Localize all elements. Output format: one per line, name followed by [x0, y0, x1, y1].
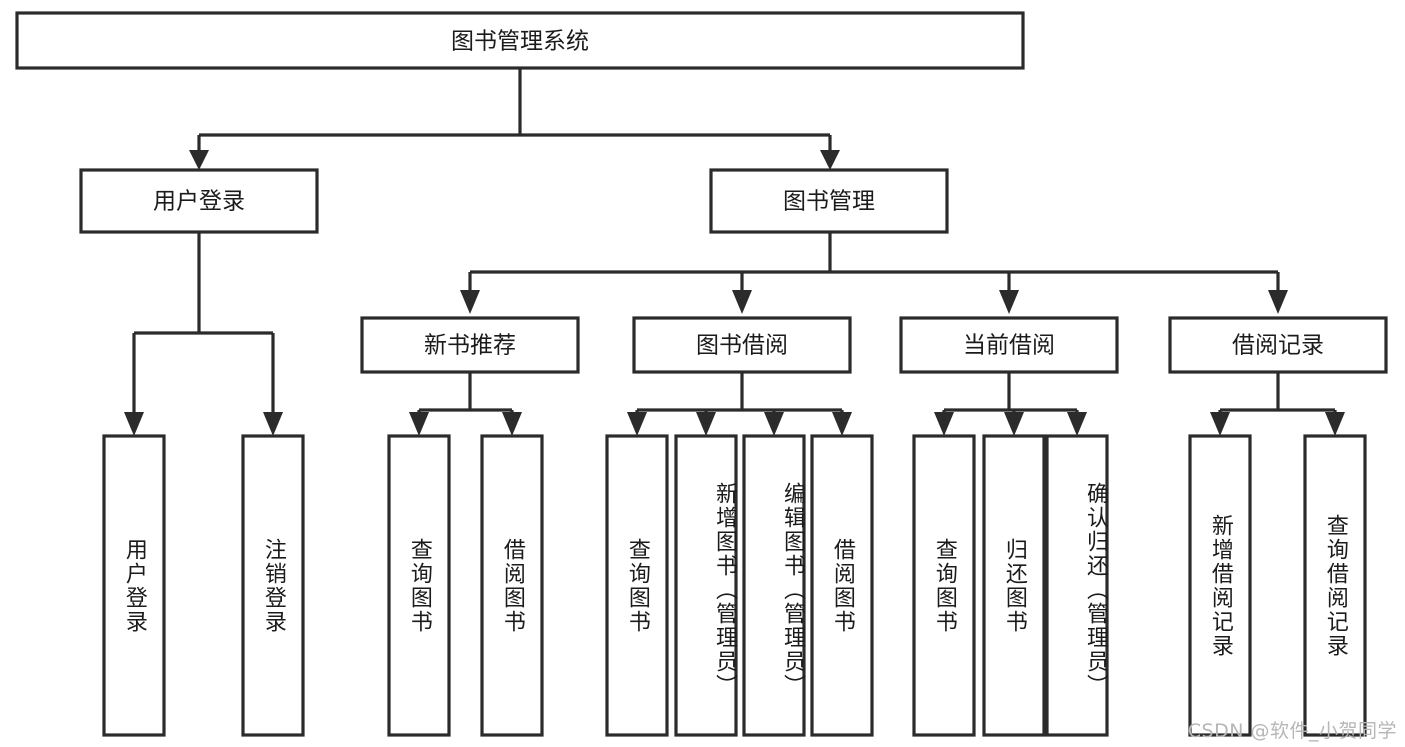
- leaf-box-add-book[interactable]: [674, 434, 738, 737]
- leaf-box-query-book-1[interactable]: [387, 434, 451, 737]
- node-book-borrow[interactable]: 图书借阅: [632, 316, 852, 374]
- leaf-box-query-book-2[interactable]: [605, 434, 669, 737]
- arrowhead-icon-leaf-borrow-book-1: [502, 412, 522, 436]
- arrowhead-icon-leaf-return-book: [1004, 412, 1024, 436]
- arrowhead-icon-user-login: [189, 150, 209, 170]
- leaf-box-user-login[interactable]: [102, 434, 166, 737]
- arrowhead-icon-current-borrow: [999, 290, 1019, 314]
- leaf-box-add-record[interactable]: [1188, 434, 1252, 737]
- node-root-label: 图书管理系统: [451, 29, 589, 55]
- node-book-manage-label: 图书管理: [783, 189, 875, 215]
- node-user-login-box[interactable]: [79, 168, 319, 234]
- arrowhead-icon-new-book: [460, 290, 480, 314]
- node-current-borrow[interactable]: 当前借阅: [899, 316, 1119, 374]
- arrowhead-icon-leaf-query-book-1: [409, 412, 429, 436]
- leaf-box-return-book[interactable]: [982, 434, 1046, 737]
- node-user-login[interactable]: 用户登录: [79, 168, 319, 234]
- node-borrow-record-label: 借阅记录: [1232, 333, 1324, 359]
- node-book-borrow-box[interactable]: [632, 316, 852, 374]
- node-root-box[interactable]: [15, 11, 1025, 70]
- node-new-book-recommend-box[interactable]: [360, 316, 580, 374]
- leaf-box-borrow-book-1[interactable]: [480, 434, 544, 737]
- node-borrow-record[interactable]: 借阅记录: [1168, 316, 1388, 374]
- arrowhead-icon-leaf-query-book-2: [627, 412, 647, 436]
- leaf-box-edit-book[interactable]: [742, 434, 806, 737]
- node-user-login-label: 用户登录: [153, 189, 245, 215]
- watermark-text: CSDN @软件_小贺同学: [1187, 720, 1397, 742]
- arrowhead-icon-leaf-add-record: [1210, 412, 1230, 436]
- arrowhead-icon-leaf-edit-book: [764, 412, 784, 436]
- node-current-borrow-label: 当前借阅: [963, 333, 1055, 359]
- leaf-box-confirm-return[interactable]: [1045, 434, 1109, 737]
- arrowhead-layer: [124, 150, 1345, 436]
- arrowhead-icon-book-manage: [820, 150, 840, 170]
- arrowhead-icon-leaf-confirm-return: [1067, 412, 1087, 436]
- node-new-book-recommend-label: 新书推荐: [424, 333, 516, 359]
- node-root[interactable]: 图书管理系统: [15, 11, 1025, 70]
- node-book-borrow-label: 图书借阅: [696, 333, 788, 359]
- arrowhead-icon-book-borrow: [732, 290, 752, 314]
- node-current-borrow-box[interactable]: [899, 316, 1119, 374]
- leaf-box-layer: [102, 434, 1367, 737]
- arrowhead-icon-leaf-borrow-book-2: [832, 412, 852, 436]
- leaf-box-query-record[interactable]: [1303, 434, 1367, 737]
- leaf-box-user-logout[interactable]: [241, 434, 305, 737]
- arrowhead-icon-leaf-user-login: [124, 412, 144, 436]
- arrowhead-icon-borrow-record: [1268, 290, 1288, 314]
- node-book-manage[interactable]: 图书管理: [709, 168, 949, 234]
- leaf-box-query-book-3[interactable]: [912, 434, 976, 737]
- node-borrow-record-box[interactable]: [1168, 316, 1388, 374]
- leaf-box-borrow-book-2[interactable]: [810, 434, 874, 737]
- arrowhead-icon-leaf-user-logout: [263, 412, 283, 436]
- arrowhead-icon-leaf-query-record: [1325, 412, 1345, 436]
- node-book-manage-box[interactable]: [709, 168, 949, 234]
- arrowhead-icon-leaf-query-book-3: [934, 412, 954, 436]
- arrowhead-icon-leaf-add-book: [696, 412, 716, 436]
- node-new-book-recommend[interactable]: 新书推荐: [360, 316, 580, 374]
